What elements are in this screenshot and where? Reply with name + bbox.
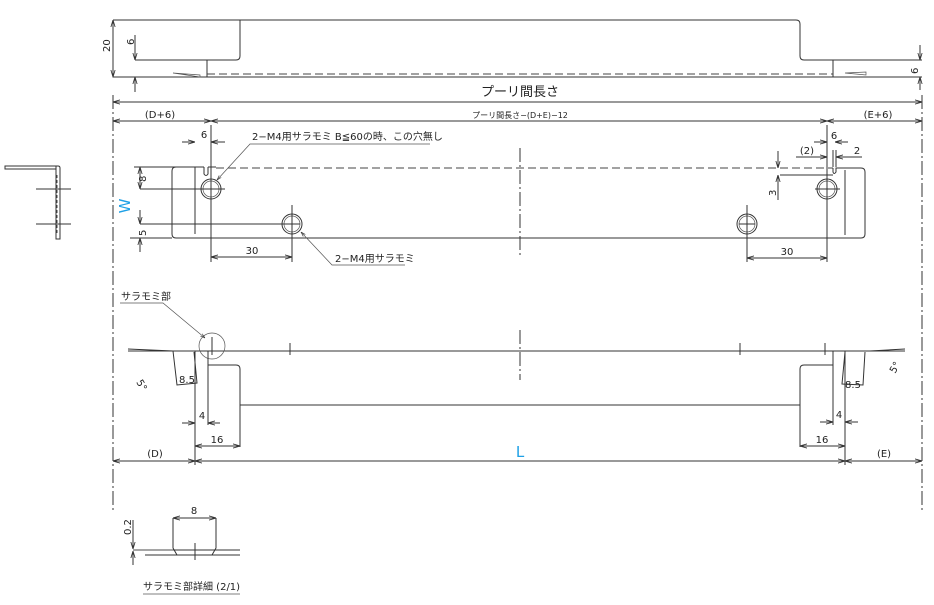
countersink-callout-circle: [198, 332, 226, 360]
note-countersink: 2−M4用サラモミ: [335, 253, 415, 265]
detail-dim-8: 8: [191, 506, 197, 517]
countersink-detail: 8 0.2 サラモミ部詳細 (2/1): [123, 506, 240, 595]
dim-30-left: 30: [246, 246, 259, 257]
width-label-w: W: [116, 198, 134, 213]
dim-d: (D): [147, 449, 163, 460]
pulley-length-label: プーリ間長さ: [481, 85, 559, 100]
dim-6-left: 6: [201, 130, 207, 141]
dim-3: 3: [768, 190, 779, 196]
angle-right: 5°: [888, 360, 903, 375]
note-hole-condition: 2−M4用サラモミ B≦60の時、この穴無し: [252, 130, 443, 143]
dim-middle-formula: プーリ間長さ−(D+E)−12: [472, 111, 568, 120]
dim-30-right: 30: [781, 247, 794, 258]
dim-2-paren: (2): [800, 146, 814, 157]
dim-d-plus-6: (D+6): [145, 110, 175, 121]
dim-6-right: 6: [831, 131, 837, 142]
side-view: 20 6 6: [102, 19, 922, 92]
dim-step-right: 6: [910, 68, 921, 74]
dim-5: 5: [138, 230, 149, 236]
end-view: [4, 165, 71, 240]
detail-dim-0-2: 0.2: [123, 519, 134, 535]
dim-l: L: [516, 443, 525, 461]
angle-left: 5°: [133, 378, 148, 393]
dim-8: 8: [138, 176, 149, 182]
dim-2: 2: [854, 146, 860, 157]
dim-4-right: 4: [836, 410, 842, 421]
front-view: サラモミ部 5° 5° 8.5 8.5 4 4 16 16 (D) L (E): [113, 290, 922, 465]
dim-e: (E): [877, 449, 891, 460]
countersink-label: サラモミ部: [121, 290, 171, 303]
dim-8-5-left: 8.5: [179, 375, 195, 386]
dim-8-5-right: 8.5: [845, 380, 861, 391]
dim-4-left: 4: [199, 411, 205, 422]
dim-16-left: 16: [211, 435, 224, 446]
overall-dimensions: プーリ間長さ (D+6) プーリ間長さ−(D+E)−12 (E+6): [112, 85, 923, 510]
plan-view: 8 5 W 6 30 30 6 (2) 2 3 2−M4用サラモミ B≦60の時…: [116, 125, 866, 266]
detail-caption: サラモミ部詳細 (2/1): [143, 580, 240, 593]
dim-step-left: 6: [126, 39, 137, 45]
dim-16-right: 16: [816, 435, 829, 446]
dim-height: 20: [102, 39, 113, 52]
dim-e-plus-6: (E+6): [864, 110, 893, 121]
